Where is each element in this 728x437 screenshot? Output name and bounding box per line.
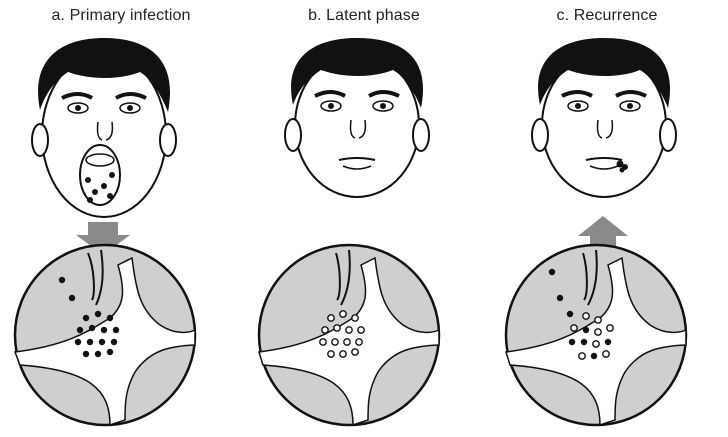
arrow-down-icon xyxy=(76,222,130,255)
face-illustration xyxy=(284,38,430,198)
face-illustration xyxy=(531,38,677,198)
face-illustration xyxy=(31,38,177,218)
panel-title: a. Primary infection xyxy=(51,7,191,24)
recurrence-illustration xyxy=(504,38,688,427)
panel-title: c. Recurrence xyxy=(556,7,658,24)
panel-latent-phase: b. Latent phase xyxy=(243,0,485,437)
virus-particles-hollow xyxy=(319,310,365,358)
lip-lesion xyxy=(616,160,628,173)
arrow-up-icon xyxy=(578,216,628,248)
virus-particles-mixed xyxy=(548,268,614,360)
primary-infection-illustration xyxy=(13,38,197,427)
mouth-lesions xyxy=(85,172,115,203)
ganglion-circle xyxy=(13,243,197,427)
latent-phase-illustration xyxy=(257,38,441,427)
virus-particles-filled xyxy=(58,276,120,358)
panel-primary-infection: a. Primary infection xyxy=(0,0,242,437)
panel-title: b. Latent phase xyxy=(308,7,420,24)
ganglion-circle xyxy=(257,243,441,427)
panel-recurrence: c. Recurrence xyxy=(486,0,728,437)
